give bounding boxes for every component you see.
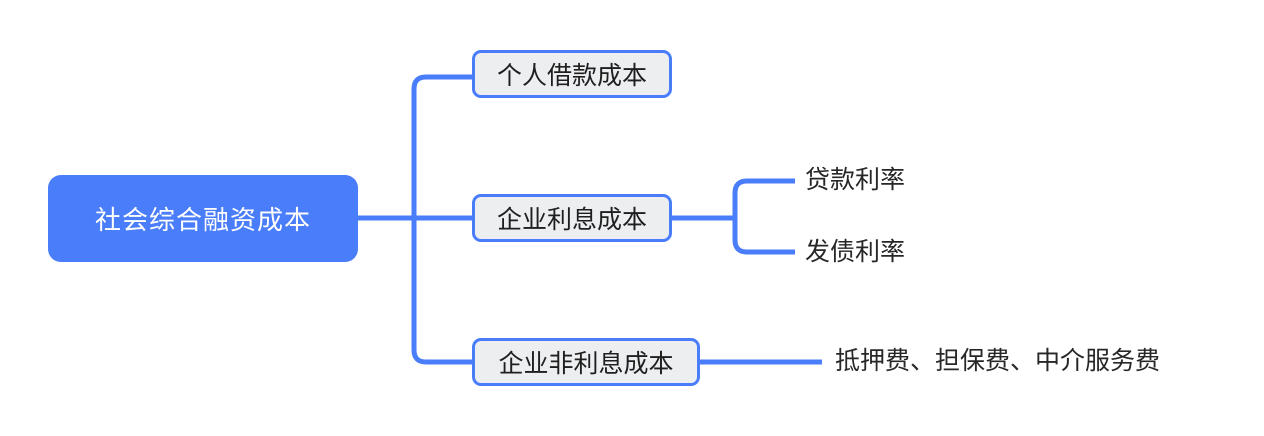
branch-node-label: 个人借款成本 (496, 62, 647, 90)
leaf-node-loan-rate[interactable]: 贷款利率 (805, 166, 906, 194)
connector-sub-top (732, 178, 795, 218)
root-node[interactable]: 社会综合融资成本 (48, 175, 358, 262)
leaf-node-bond-issue-rate[interactable]: 发债利率 (805, 238, 906, 266)
branch-node-label: 企业利息成本 (496, 206, 647, 234)
connector-sub-bottom (732, 218, 795, 255)
branch-node-label: 企业非利息成本 (498, 350, 674, 378)
root-node-label: 社会综合融资成本 (94, 205, 311, 235)
branch-node-enterprise-interest-cost[interactable]: 企业利息成本 (472, 194, 672, 242)
branch-node-enterprise-non-interest-cost[interactable]: 企业非利息成本 (472, 338, 700, 386)
leaf-node-fees[interactable]: 抵押费、担保费、中介服务费 (835, 347, 1161, 375)
branch-node-personal-borrowing-cost[interactable]: 个人借款成本 (472, 50, 672, 98)
connector-trunk-bottom (411, 218, 472, 365)
connector-trunk-top (411, 74, 472, 218)
